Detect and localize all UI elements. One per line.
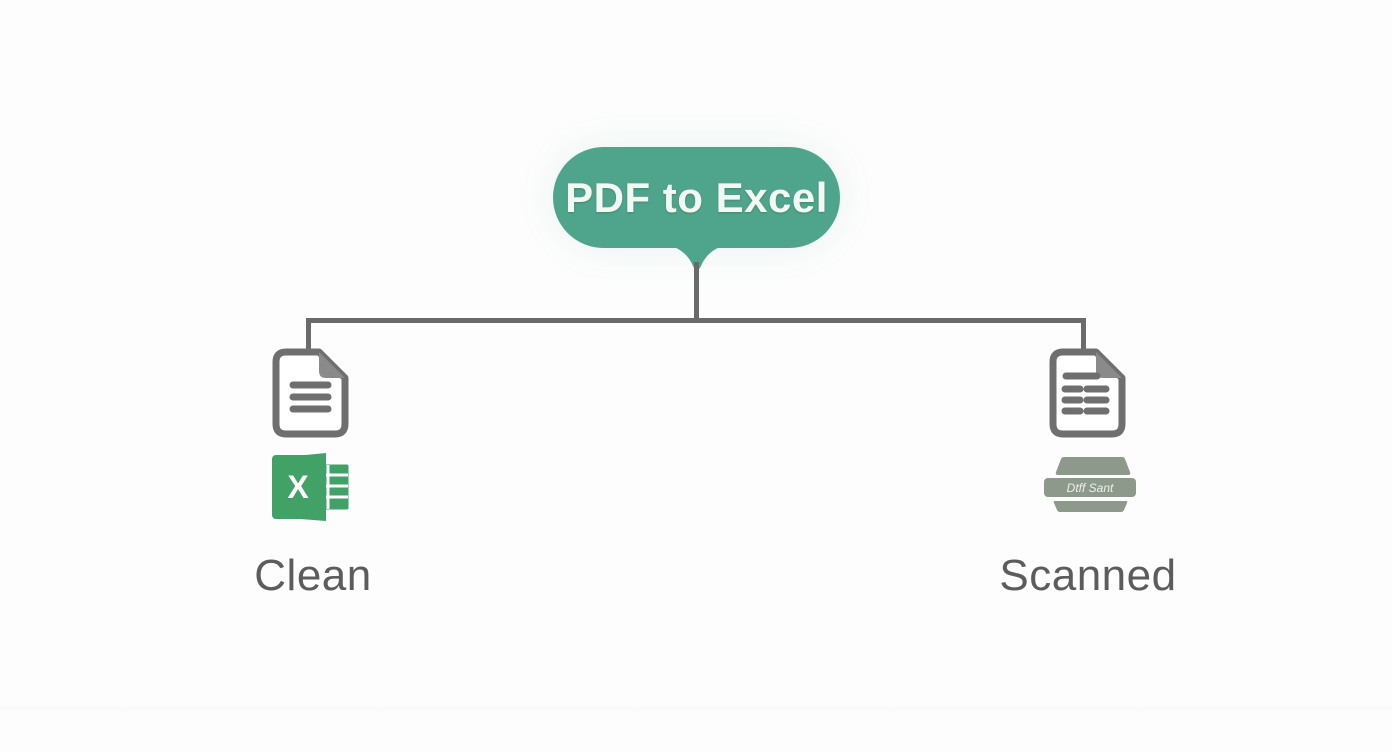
- root-node-tail: [671, 246, 723, 270]
- branch-label-clean: Clean: [254, 551, 372, 600]
- connector-left-vertical: [306, 318, 311, 352]
- root-node-label: PDF to Excel: [565, 173, 828, 221]
- scanner-icon-label: Dtff Sant: [1067, 481, 1114, 495]
- bottom-haze-artifact: [0, 706, 1392, 716]
- branch-label-scanned: Scanned: [999, 551, 1177, 600]
- document-text-icon: [272, 348, 349, 438]
- scanner-icon: Dtff Sant: [1044, 457, 1136, 512]
- connector-right-vertical: [1081, 318, 1086, 352]
- excel-logo-icon: X: [272, 453, 352, 521]
- connector-root-vertical: [694, 262, 699, 320]
- excel-x-letter: X: [287, 469, 309, 505]
- document-table-icon: [1049, 348, 1126, 438]
- connector-horizontal: [306, 318, 1086, 323]
- root-node-pdf-to-excel: PDF to Excel: [553, 147, 840, 248]
